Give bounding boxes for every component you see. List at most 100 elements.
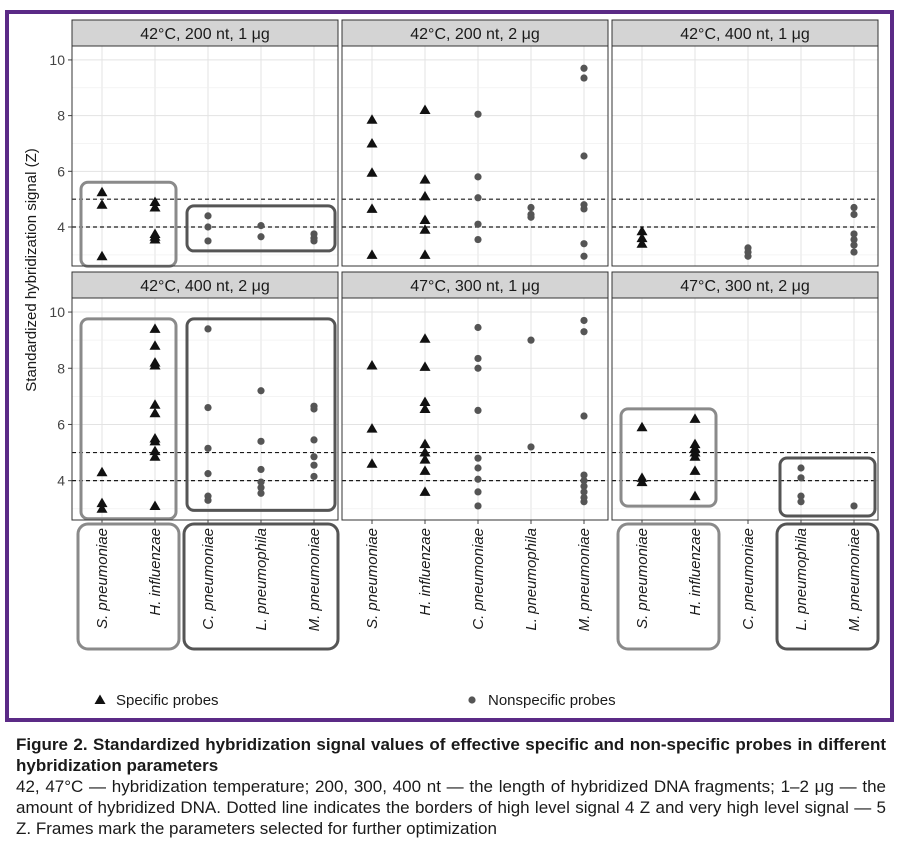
point-specific-s-pneumoniae bbox=[96, 497, 108, 508]
point-specific-h-influenzae bbox=[419, 447, 431, 457]
point-nonspecific-m-pneumoniae bbox=[580, 240, 588, 248]
point-specific-h-influenzae bbox=[419, 438, 431, 449]
point-specific-s-pneumoniae bbox=[636, 238, 648, 248]
point-specific-s-pneumoniae bbox=[636, 225, 648, 236]
point-nonspecific-c-pneumoniae bbox=[204, 237, 212, 245]
point-nonspecific-c-pneumoniae bbox=[474, 406, 482, 415]
x-tick-label: L. pneumophila bbox=[523, 528, 540, 631]
point-specific-h-influenzae bbox=[419, 214, 431, 225]
point-specific-h-influenzae bbox=[419, 104, 431, 115]
point-specific-s-pneumoniae bbox=[636, 421, 648, 432]
panel-title: 42°C, 400 nt, 1 μg bbox=[680, 26, 809, 43]
point-nonspecific-c-pneumoniae bbox=[204, 444, 212, 452]
point-specific-h-influenzae bbox=[419, 333, 431, 343]
y-tick-label: 10 bbox=[49, 304, 65, 320]
caption-body: 42, 47°C — hybridization temperature; 20… bbox=[16, 777, 886, 838]
panel-border bbox=[71, 297, 339, 521]
label-selection-frame bbox=[616, 522, 721, 651]
panel-title: 42°C, 200 nt, 2 μg bbox=[410, 26, 539, 43]
x-tick-label: S. pneumoniae bbox=[364, 528, 381, 629]
point-nonspecific-l-pneumophila bbox=[257, 489, 265, 497]
point-nonspecific-c-pneumoniae bbox=[474, 220, 482, 228]
panel-border bbox=[341, 45, 609, 267]
point-specific-h-influenzae bbox=[419, 454, 431, 464]
point-specific-h-influenzae bbox=[419, 396, 431, 406]
x-tick-label: H. influenzae bbox=[687, 528, 704, 616]
point-specific-h-influenzae bbox=[419, 174, 431, 184]
point-specific-h-influenzae bbox=[149, 196, 161, 206]
panel-background bbox=[72, 46, 338, 266]
selection-frame bbox=[185, 204, 337, 253]
label-selection-frame bbox=[76, 522, 181, 651]
point-specific-h-influenzae bbox=[149, 340, 161, 350]
selection-frame bbox=[79, 317, 178, 521]
point-specific-s-pneumoniae bbox=[96, 199, 108, 209]
panel-title: 42°C, 200 nt, 1 μg bbox=[140, 26, 269, 43]
faceted-scatter-chart: 42°C, 200 nt, 1 μg 4 6 8 10 42°C, 200 nt, 2 μ… bbox=[23, 19, 880, 709]
point-nonspecific-l-pneumophila bbox=[797, 464, 805, 472]
point-specific-h-influenzae bbox=[689, 465, 701, 475]
legend-nonspecific-marker bbox=[468, 696, 476, 704]
point-nonspecific-m-pneumoniae bbox=[580, 498, 588, 506]
point-specific-h-influenzae bbox=[689, 451, 701, 461]
point-specific-s-pneumoniae bbox=[636, 232, 648, 243]
point-specific-h-influenzae bbox=[689, 490, 701, 501]
point-specific-s-pneumoniae bbox=[366, 423, 378, 433]
figure-frame bbox=[5, 10, 894, 722]
point-nonspecific-l-pneumophila bbox=[257, 437, 265, 445]
point-specific-s-pneumoniae bbox=[366, 203, 378, 213]
point-specific-s-pneumoniae bbox=[366, 359, 378, 370]
point-specific-h-influenzae bbox=[419, 361, 431, 371]
point-specific-s-pneumoniae bbox=[366, 249, 378, 259]
point-nonspecific-m-pneumoniae bbox=[850, 230, 858, 238]
point-nonspecific-c-pneumoniae bbox=[204, 325, 212, 333]
point-specific-h-influenzae bbox=[149, 323, 161, 333]
y-tick-label: 8 bbox=[57, 360, 65, 376]
point-specific-h-influenzae bbox=[149, 202, 161, 212]
x-tick-label: H. influenzae bbox=[147, 528, 164, 616]
panel-title: 47°C, 300 nt, 1 μg bbox=[410, 278, 539, 295]
y-tick-label: 6 bbox=[57, 416, 65, 432]
point-specific-h-influenzae bbox=[419, 465, 431, 475]
panel-border bbox=[341, 297, 609, 521]
point-nonspecific-m-pneumoniae bbox=[310, 237, 318, 245]
y-tick-label: 6 bbox=[57, 163, 65, 179]
panel-title: 42°C, 400 nt, 2 μg bbox=[140, 278, 269, 295]
point-nonspecific-l-pneumophila bbox=[257, 387, 265, 395]
panel-title: 47°C, 300 nt, 2 μg bbox=[680, 278, 809, 295]
point-nonspecific-l-pneumophila bbox=[257, 233, 265, 241]
y-tick-label: 8 bbox=[57, 108, 65, 124]
label-selection-frame bbox=[182, 522, 340, 651]
point-nonspecific-m-pneumoniae bbox=[310, 453, 318, 461]
panel-border bbox=[611, 45, 879, 267]
panel-3: 42°C, 400 nt, 1 μg bbox=[611, 19, 879, 267]
x-tick-label: C. pneumoniae bbox=[740, 528, 757, 630]
figure-caption: Figure 2. Standardized hybridization sig… bbox=[16, 734, 886, 839]
point-specific-s-pneumoniae bbox=[96, 466, 108, 477]
panel-strip bbox=[611, 271, 879, 299]
legend-label: Specific probes bbox=[116, 692, 219, 709]
y-tick-label: 10 bbox=[49, 52, 65, 68]
label-selection-frame bbox=[775, 522, 880, 651]
point-nonspecific-m-pneumoniae bbox=[580, 488, 588, 496]
point-nonspecific-m-pneumoniae bbox=[580, 152, 588, 160]
panel-strip bbox=[341, 271, 609, 299]
point-nonspecific-m-pneumoniae bbox=[850, 241, 858, 249]
x-tick-label: M. pneumoniae bbox=[576, 528, 593, 631]
y-tick-label: 4 bbox=[57, 473, 65, 489]
x-tick-label: S. pneumoniae bbox=[94, 528, 111, 629]
point-specific-s-pneumoniae bbox=[366, 137, 378, 148]
point-specific-h-influenzae bbox=[419, 190, 431, 201]
point-nonspecific-l-pneumophila bbox=[527, 336, 535, 344]
point-nonspecific-c-pneumoniae bbox=[204, 403, 212, 412]
point-nonspecific-m-pneumoniae bbox=[580, 328, 588, 336]
legend-label: Nonspecific probes bbox=[488, 692, 616, 709]
panel-4: 42°C, 400 nt, 2 μg 4 6 8 10 S. pneumoniae H. i… bbox=[49, 271, 340, 651]
x-tick-label: L. pneumophila bbox=[253, 528, 270, 631]
point-specific-s-pneumoniae bbox=[96, 503, 108, 513]
point-specific-h-influenzae bbox=[689, 413, 701, 423]
point-nonspecific-m-pneumoniae bbox=[850, 210, 858, 219]
point-nonspecific-c-pneumoniae bbox=[204, 212, 212, 220]
point-nonspecific-c-pneumoniae bbox=[474, 475, 482, 483]
